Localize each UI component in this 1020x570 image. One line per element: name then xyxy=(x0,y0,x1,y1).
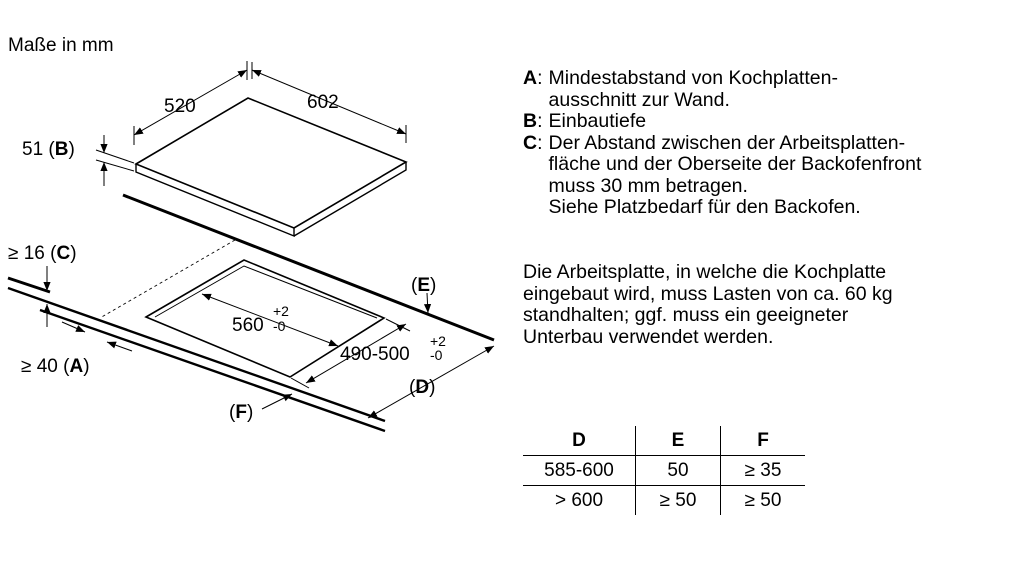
hob-height-dimension xyxy=(95,135,135,186)
legend-item-c: C: Der Abstand zwischen der Arbeitsplatt… xyxy=(523,131,922,218)
cutout-width-tolerance-upper: +2 xyxy=(273,303,289,319)
table-cell: 50 xyxy=(635,455,721,486)
table-header-f: F xyxy=(720,426,805,456)
legend-key: C xyxy=(523,131,538,154)
hob-width-dimension xyxy=(251,62,407,143)
worktop-back-edge xyxy=(122,193,495,342)
units-caption: Maße in mm xyxy=(8,35,114,56)
label-d: (D) xyxy=(409,377,435,398)
legend-key: B xyxy=(523,110,538,132)
legend: A: Mindestabstand von Kochplatten- aussc… xyxy=(523,67,1018,219)
legend-item-a: A: Mindestabstand von Kochplatten- aussc… xyxy=(523,67,838,111)
label-f: (F) xyxy=(229,402,253,423)
hob-front-edge xyxy=(135,164,295,238)
cutout-depth-dimension xyxy=(290,318,411,389)
table-cell: ≥ 50 xyxy=(635,485,721,515)
legend-key: A xyxy=(523,67,538,89)
hob-side-edge xyxy=(293,162,407,237)
legend-item-b: B: Einbautiefe xyxy=(523,110,647,132)
worktop-left-edge xyxy=(7,276,51,294)
table-cell: > 600 xyxy=(523,485,636,515)
table-header-d: D xyxy=(523,426,636,456)
table-cell: 585-600 xyxy=(523,455,636,486)
hob-depth-dimension xyxy=(133,61,248,145)
min-wall-distance-label: ≥ 40 (A) xyxy=(21,356,90,377)
table-cell: ≥ 35 xyxy=(720,455,805,486)
a-arrow-left xyxy=(61,321,86,333)
table-row: > 600 ≥ 50 ≥ 50 xyxy=(523,485,805,515)
d-dimension xyxy=(367,345,495,419)
legend-text: Der Abstand zwischen der Arbeitsplatten-… xyxy=(548,131,922,218)
table-row: 585-600 50 ≥ 35 xyxy=(523,455,805,486)
hob-width-label: 602 xyxy=(307,92,339,113)
worktop-front-edge-bottom xyxy=(39,308,386,433)
cutout-depth-tolerance-upper: +2 xyxy=(430,333,446,349)
min-thickness-label: ≥ 16 (C) xyxy=(8,243,77,264)
alignment-dashed-line xyxy=(99,239,236,319)
table-cell: ≥ 50 xyxy=(744,489,782,511)
label-e: (E) xyxy=(411,275,436,296)
cutout-depth-tolerance-lower: -0 xyxy=(430,347,443,363)
cutout-width-label: 560 xyxy=(232,315,264,336)
f-leader xyxy=(261,393,293,410)
installation-diagram: 520 602 51 (B) 560 +2 -0 490-500 +2 - xyxy=(7,61,495,433)
legend-text: Mindestabstand von Kochplatten- ausschni… xyxy=(548,67,838,111)
legend-text: Einbautiefe xyxy=(548,110,647,132)
cutout-depth-label: 490-500 xyxy=(340,344,410,365)
hob-height-label: 51 (B) xyxy=(22,139,75,160)
dimensions-table: D E F 585-600 50 ≥ 35 > 600 ≥ 50 ≥ 50 xyxy=(523,426,805,515)
load-note: Die Arbeitsplatte, in welche die Kochpla… xyxy=(523,261,893,348)
e-leader xyxy=(423,292,432,314)
hob-depth-label: 520 xyxy=(164,96,196,117)
table-header-e: E xyxy=(635,426,721,456)
a-arrow-right xyxy=(106,341,133,352)
worktop-front-edge-top xyxy=(7,286,386,423)
table-header-row: D E F xyxy=(523,426,805,456)
cutout-width-tolerance-lower: -0 xyxy=(273,318,286,334)
